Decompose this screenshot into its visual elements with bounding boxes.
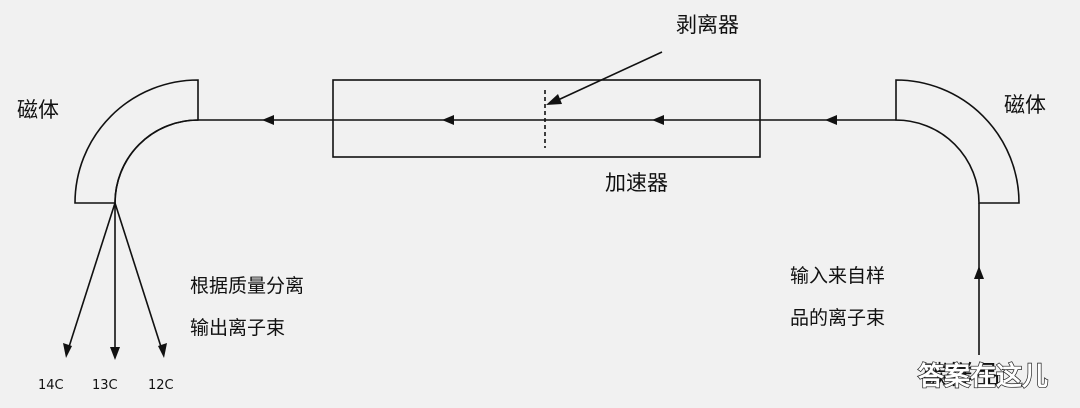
isotope-14c-label: 14C bbox=[38, 378, 64, 393]
beam-12c-arrowhead bbox=[158, 343, 167, 358]
watermark-text: 答案在这儿 bbox=[918, 361, 1048, 392]
right-magnet bbox=[895, 79, 1020, 204]
input-beam-arrowhead bbox=[974, 266, 984, 279]
beam-14c-line bbox=[67, 202, 116, 351]
beam-14c-arrowhead bbox=[63, 343, 72, 358]
beam-12c-line bbox=[114, 202, 163, 351]
accelerator-label: 加速器 bbox=[605, 171, 668, 195]
left-magnet-label: 磁体 bbox=[17, 98, 59, 122]
separation-label-line2: 输出离子束 bbox=[190, 317, 285, 339]
beam-arrowhead-4 bbox=[825, 115, 837, 125]
beam-13c-arrowhead bbox=[110, 347, 120, 360]
stripper-label: 剥离器 bbox=[676, 13, 739, 37]
sample-label-partial: 碳样品 bbox=[922, 361, 1000, 391]
beam-arrowhead-3 bbox=[652, 115, 664, 125]
separation-label-line1: 根据质量分离 bbox=[190, 275, 304, 297]
stripper-pointer-arrowhead bbox=[546, 94, 562, 105]
isotope-13c-label: 13C bbox=[92, 378, 118, 393]
right-magnet-label: 磁体 bbox=[1004, 93, 1046, 117]
left-magnet-beam-curve bbox=[114, 119, 199, 204]
left-magnet bbox=[74, 79, 199, 204]
input-label-line1: 输入来自样 bbox=[790, 265, 885, 287]
beam-arrowhead-2 bbox=[442, 115, 454, 125]
input-label-line2: 品的离子束 bbox=[790, 307, 885, 329]
isotope-12c-label: 12C bbox=[148, 378, 174, 393]
accelerator-tube bbox=[332, 79, 761, 158]
stripper-pointer-line bbox=[557, 51, 663, 101]
beam-arrowhead-1 bbox=[262, 115, 274, 125]
